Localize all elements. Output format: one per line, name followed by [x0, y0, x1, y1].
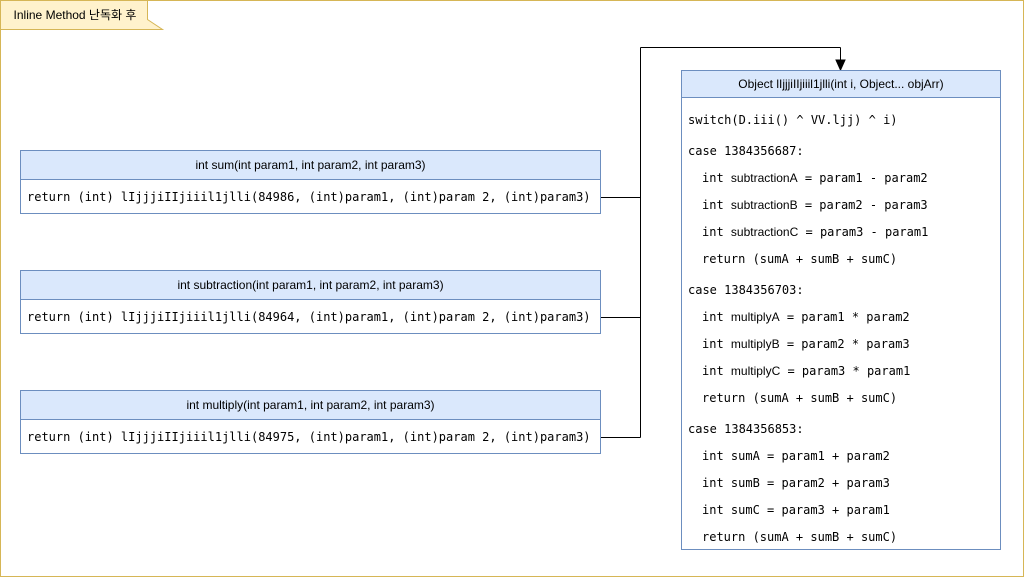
code-segment: int — [702, 310, 731, 324]
code-segment: = param3 * param1 — [780, 364, 911, 378]
code-line: case 1384356853: — [688, 416, 1000, 443]
code-segment: case 1384356703: — [688, 283, 804, 297]
code-segment: = param1 - param2 — [797, 171, 928, 185]
frame-title-tab: Inline Method 난독화 후 — [0, 0, 164, 31]
method-box-sum-body: return (int) lIjjjiIIjiiil1jlli(84986, (… — [20, 180, 601, 214]
code-segment: case 1384356853: — [688, 422, 804, 436]
right-box-code: switch(D.iii() ^ VV.ljj) ^ i) case 138435… — [681, 98, 1001, 550]
code-line: int subtractionC = param3 - param1 — [688, 219, 1000, 246]
code-segment: = param1 * param2 — [779, 310, 910, 324]
code-segment: = param3 - param1 — [798, 225, 929, 239]
code-line: int subtractionB = param2 - param3 — [688, 192, 1000, 219]
code-segment: return (sumA + sumB + sumC) — [702, 530, 898, 544]
code-segment: return (sumA + sumB + sumC) — [702, 391, 898, 405]
frame-title: Inline Method 난독화 후 — [13, 8, 137, 22]
code-segment: int — [702, 364, 731, 378]
code-line: return (sumA + sumB + sumC) — [688, 246, 1000, 273]
code-segment: int sumC = param3 + param1 — [702, 503, 890, 517]
dispatch-box-header: Object lIjjjiIIjiiil1jlli(int i, Object.… — [681, 70, 1001, 98]
code-segment: switch(D.iii() ^ VV.ljj) ^ i) — [688, 113, 898, 127]
code-segment: = param2 * param3 — [779, 337, 910, 351]
code-line: int multiplyA = param1 * param2 — [688, 304, 1000, 331]
method-box-multiply-header: int multiply(int param1, int param2, int… — [20, 390, 601, 420]
code-segment: int sumB = param2 + param3 — [702, 476, 890, 490]
method-box-subtraction-header: int subtraction(int param1, int param2, … — [20, 270, 601, 300]
code-line: int sumB = param2 + param3 — [688, 470, 1000, 497]
code-line: case 1384356687: — [688, 138, 1000, 165]
code-line: int subtractionA = param1 - param2 — [688, 165, 1000, 192]
code-segment: case 1384356687: — [688, 144, 804, 158]
code-line: int multiplyC = param3 * param1 — [688, 358, 1000, 385]
code-segment: subtractionC — [730, 225, 799, 239]
code-segment: int — [702, 337, 731, 351]
code-segment: multiplyB — [730, 337, 780, 351]
code-segment: subtractionA — [730, 171, 798, 185]
code-segment: multiplyA — [730, 310, 780, 324]
code-segment: subtractionB — [730, 198, 798, 212]
method-box-sum-header: int sum(int param1, int param2, int para… — [20, 150, 601, 180]
method-box-subtraction: int subtraction(int param1, int param2, … — [20, 270, 601, 334]
method-box-sum: int sum(int param1, int param2, int para… — [20, 150, 601, 214]
method-box-subtraction-body: return (int) lIjjjiIIjiiil1jlli(84964, (… — [20, 300, 601, 334]
title-tab-shape — [0, 0, 164, 30]
code-line: int sumC = param3 + param1 — [688, 497, 1000, 524]
code-segment: int — [702, 225, 731, 239]
code-segment: int — [702, 198, 731, 212]
code-line: return (sumA + sumB + sumC) — [688, 385, 1000, 412]
method-box-multiply: int multiply(int param1, int param2, int… — [20, 390, 601, 454]
code-line: int multiplyB = param2 * param3 — [688, 331, 1000, 358]
code-segment: int sumA = param1 + param2 — [702, 449, 890, 463]
dispatch-box: Object lIjjjiIIjiiil1jlli(int i, Object.… — [681, 70, 1001, 550]
code-line: int sumA = param1 + param2 — [688, 443, 1000, 470]
code-line: switch(D.iii() ^ VV.ljj) ^ i) — [688, 107, 1000, 134]
code-segment: int — [702, 171, 731, 185]
code-segment: return (sumA + sumB + sumC) — [702, 252, 898, 266]
code-line: return (sumA + sumB + sumC) — [688, 524, 1000, 549]
code-segment: multiplyC — [730, 364, 781, 378]
code-segment: = param2 - param3 — [797, 198, 928, 212]
method-box-multiply-body: return (int) lIjjjiIIjiiil1jlli(84975, (… — [20, 420, 601, 454]
code-line: case 1384356703: — [688, 277, 1000, 304]
